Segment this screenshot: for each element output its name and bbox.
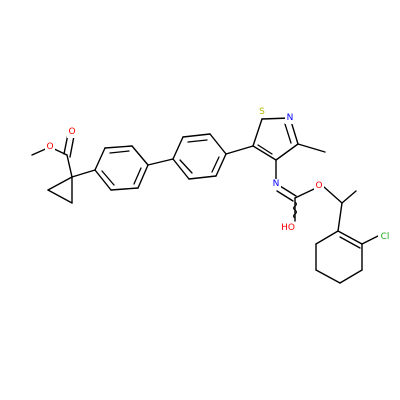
bond-aryl-isothiazole bbox=[225, 145, 254, 155]
bond-ring-a-3 bbox=[131, 145, 149, 166]
bond-carbonyl-quaternary bbox=[66, 154, 73, 178]
atom-label-chlorine: Cl bbox=[381, 232, 390, 242]
bond-cyclohexene-3 bbox=[339, 269, 363, 284]
bond-isothiazole-c4-c5 bbox=[252, 145, 277, 161]
bond-ring-b-2 bbox=[182, 133, 211, 138]
atom-label-carbamate-oxygen: O bbox=[315, 181, 322, 191]
atom-labels: O O S N N O HO Cl bbox=[45, 107, 392, 243]
bond-ring-b-inner-3 bbox=[179, 159, 193, 174]
bond-ring-a-link bbox=[71, 169, 96, 178]
bond-ring-a-4 bbox=[137, 164, 149, 189]
atom-label-ester-carbonyl-oxygen: O bbox=[68, 127, 75, 137]
bond-ring-a-2 bbox=[104, 145, 133, 149]
bond-cyclopropyl-1 bbox=[47, 176, 73, 191]
bond-cyclohexene-1 bbox=[337, 230, 363, 245]
bond-ring-b-3 bbox=[209, 133, 227, 155]
bond-n-c-imine-a bbox=[279, 185, 297, 197]
atom-label-isothiazole-sulfur: S bbox=[259, 107, 265, 117]
bond-ring-a-5 bbox=[110, 187, 139, 191]
bond-ring-a-6 bbox=[94, 169, 112, 191]
bond-ring-b-4 bbox=[215, 153, 227, 177]
bond-ring-a-1 bbox=[94, 147, 106, 171]
bond-ch-methyl bbox=[341, 190, 357, 204]
bond-ring-b-5 bbox=[188, 175, 217, 180]
bond-n-c-imine-b bbox=[276, 190, 294, 202]
bond-isothiazole-c4-c5-inner bbox=[257, 144, 273, 155]
bond-biaryl bbox=[147, 158, 174, 166]
bond-ring-b-inner-1 bbox=[187, 139, 208, 143]
bond-c-o-ether bbox=[294, 188, 315, 199]
bond-cyclohexene-4 bbox=[315, 269, 341, 284]
bond-ring-a-inner-3 bbox=[101, 170, 115, 186]
bond-isothiazole-c5-s bbox=[252, 118, 263, 147]
bond-isothiazole-n-c3-inner bbox=[284, 123, 292, 144]
atom-label-isothiazole-nitrogen: N bbox=[287, 113, 294, 123]
bond-ring-a-inner-1 bbox=[109, 150, 130, 154]
atom-label-hydroxyl: HO bbox=[281, 223, 295, 233]
bond-isothiazole-c3-c4 bbox=[275, 143, 299, 161]
bonds bbox=[31, 117, 379, 284]
wavy-stereo-bond bbox=[292, 201, 298, 219]
bond-cyclopropyl-2 bbox=[47, 189, 73, 204]
bond-ch-cyclohexenyl bbox=[337, 202, 343, 232]
bond-ring-b-inner-2 bbox=[211, 156, 220, 173]
bond-ring-b-1 bbox=[172, 136, 184, 160]
atom-label-imine-nitrogen: N bbox=[273, 179, 280, 189]
bond-o-ch bbox=[323, 186, 343, 204]
bond-ring-b-6 bbox=[172, 158, 190, 180]
bond-isothiazole-methyl bbox=[297, 143, 326, 153]
atom-label-ester-ether-oxygen: O bbox=[46, 142, 53, 152]
bond-cyclohexene-1-inner bbox=[339, 236, 361, 249]
bond-carbonyl-double-b bbox=[69, 135, 75, 158]
bond-ring-a-inner-2 bbox=[133, 167, 142, 185]
bond-c-cl bbox=[361, 235, 379, 245]
bond-cyclohexene-6 bbox=[315, 230, 339, 245]
